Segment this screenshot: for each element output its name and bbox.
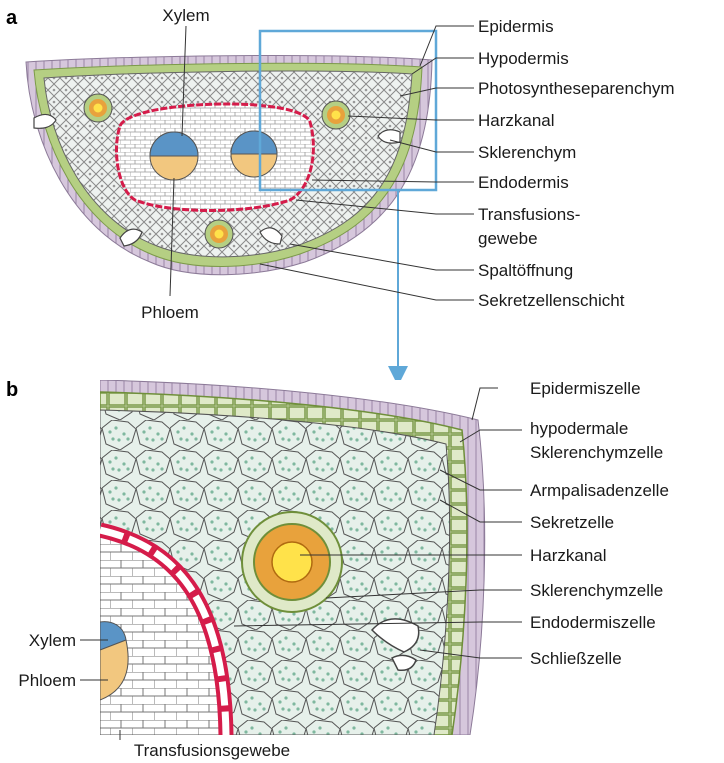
label-b-xylem: Xylem (29, 631, 76, 650)
label-a-phloem: Phloem (141, 303, 199, 322)
label-b-transfusionsgewebe: Transfusionsgewebe (134, 741, 290, 760)
label-b-armpalisaden: Armpalisadenzelle (530, 481, 669, 500)
label-b-hypodermale-1: hypodermale (530, 419, 628, 438)
vascular-bundle-right (231, 131, 277, 177)
label-b-harzkanal: Harzkanal (530, 546, 607, 565)
label-b-endodermiszelle: Endodermiszelle (530, 613, 656, 632)
label-a-endodermis: Endodermis (478, 173, 569, 192)
panel-a-letter: a (6, 7, 18, 29)
label-b-epidermiszelle: Epidermiszelle (530, 379, 641, 398)
label-b-sklerenchymzelle: Sklerenchymzelle (530, 581, 663, 600)
label-a-epidermis: Epidermis (478, 17, 554, 36)
label-a-spalt: Spaltöffnung (478, 261, 573, 280)
resin-duct-bottom (205, 220, 233, 248)
label-a-transfusion-1: Transfusions- (478, 205, 580, 224)
label-a-hypodermis: Hypodermis (478, 49, 569, 68)
resin-duct-detail (242, 512, 342, 612)
resin-duct-right (322, 101, 350, 129)
label-b-schliesszelle: Schließzelle (530, 649, 622, 668)
label-b-hypodermale-2: Sklerenchymzelle (530, 443, 663, 462)
label-a-sklerenchym: Sklerenchym (478, 143, 576, 162)
label-a-transfusion-2: gewebe (478, 229, 538, 248)
panel-b-letter: b (6, 379, 18, 401)
resin-duct-left (84, 94, 112, 122)
detail-cross-section (100, 380, 500, 735)
vascular-bundle-left (150, 132, 198, 180)
label-b-phloem: Phloem (18, 671, 76, 690)
endodermis-ring (116, 104, 313, 211)
label-a-harzkanal: Harzkanal (478, 111, 555, 130)
label-a-sekret: Sekretzellenschicht (478, 291, 625, 310)
needle-cross-section (26, 56, 432, 275)
label-a-photosynthese: Photosyntheseparenchym (478, 79, 675, 98)
label-a-xylem: Xylem (162, 6, 209, 25)
label-b-sekretzelle: Sekretzelle (530, 513, 614, 532)
